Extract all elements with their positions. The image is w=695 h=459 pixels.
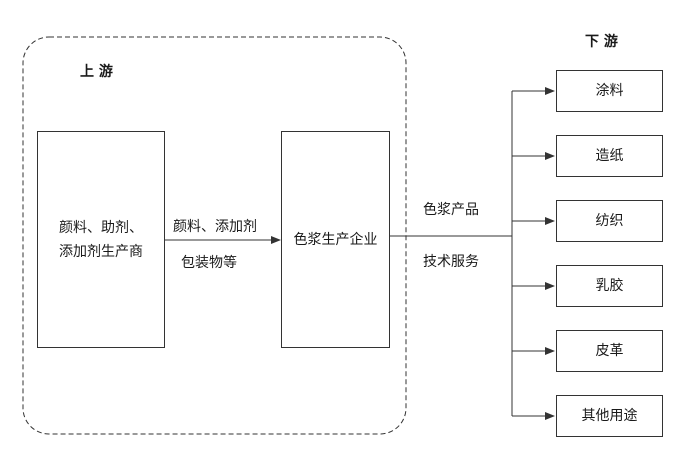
downstream-item-leather: 皮革 [556,330,663,372]
supply-label-line1: 颜料、添加剂 [173,219,257,235]
downstream-item-label: 造纸 [595,148,624,164]
downstream-item-label: 皮革 [595,343,624,359]
downstream-item-other: 其他用途 [556,395,663,437]
product-label: 色浆产品 [423,202,479,218]
downstream-item-coatings: 涂料 [556,70,663,112]
supplier-label-line2: 添加剂生产商 [59,243,143,260]
downstream-item-label: 乳胶 [595,278,624,294]
supplier-box: 颜料、助剂、 添加剂生产商 [37,131,165,348]
downstream-item-latex: 乳胶 [556,265,663,307]
service-label: 技术服务 [423,254,479,270]
supply-label-line2: 包装物等 [181,255,237,271]
downstream-item-paper: 造纸 [556,135,663,177]
downstream-item-label: 其他用途 [581,408,638,424]
enterprise-label: 色浆生产企业 [293,231,378,248]
downstream-item-label: 涂料 [595,83,624,99]
downstream-item-label: 纺织 [595,213,624,229]
upstream-title: 上 游 [80,64,113,80]
supplier-label: 颜料、助剂、 添加剂生产商 [59,216,143,264]
downstream-item-textiles: 纺织 [556,200,663,242]
downstream-title: 下 游 [585,34,618,50]
enterprise-box: 色浆生产企业 [281,131,390,348]
supplier-label-line1: 颜料、助剂、 [59,219,143,236]
